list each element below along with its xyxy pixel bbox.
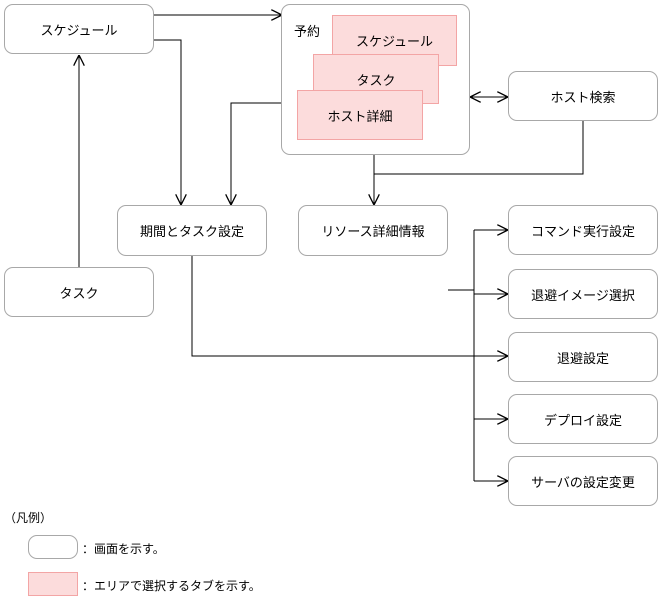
- task-screen-label: タスク: [59, 286, 99, 302]
- tab-schedule-label: スケジュール: [355, 35, 434, 50]
- host-search-screen: ホスト検索: [508, 71, 658, 121]
- host-search-screen-label: ホスト検索: [550, 90, 616, 106]
- server-change-screen: サーバの設定変更: [508, 456, 658, 506]
- period-task-screen: 期間とタスク設定: [117, 205, 267, 256]
- backup-image-screen: 退避イメージ選択: [508, 269, 658, 319]
- edge-period-backup: [191, 256, 508, 356]
- reservation-screen-label: 予約: [294, 25, 321, 40]
- tab-host-detail-label: ホスト詳細: [327, 109, 393, 125]
- edge-hostsearch-resource: [374, 121, 584, 175]
- edge-reservation-period: [231, 102, 281, 205]
- legend-tab-swatch: [28, 572, 78, 596]
- edge-schedule-period: [154, 39, 181, 205]
- deploy-screen: デプロイ設定: [508, 394, 658, 444]
- command-exec-screen-label: コマンド実行設定: [530, 224, 635, 240]
- resource-detail-screen: リソース詳細情報: [298, 205, 448, 256]
- tab-task-label: タスク: [356, 73, 396, 89]
- backup-image-screen-label: 退避イメージ選択: [531, 288, 635, 304]
- tab-host-detail: ホスト詳細: [297, 90, 423, 140]
- schedule-screen-label: スケジュール: [40, 23, 118, 39]
- task-screen: タスク: [4, 267, 154, 317]
- server-change-screen-label: サーバの設定変更: [531, 475, 635, 491]
- schedule-screen: スケジュール: [4, 4, 154, 54]
- deploy-screen-label: デプロイ設定: [543, 413, 622, 429]
- legend-title: （凡例）: [4, 511, 53, 525]
- legend-tab-text: ：エリアで選択するタブを示す。: [82, 579, 261, 593]
- backup-settings-screen-label: 退避設定: [556, 351, 609, 367]
- command-exec-screen: コマンド実行設定: [508, 205, 658, 255]
- legend-screen-swatch: [28, 535, 78, 559]
- period-task-screen-label: 期間とタスク設定: [139, 225, 244, 240]
- legend-screen-text: ：画面を示す。: [82, 542, 165, 556]
- resource-detail-screen-label: リソース詳細情報: [321, 225, 425, 240]
- backup-settings-screen: 退避設定: [508, 332, 658, 382]
